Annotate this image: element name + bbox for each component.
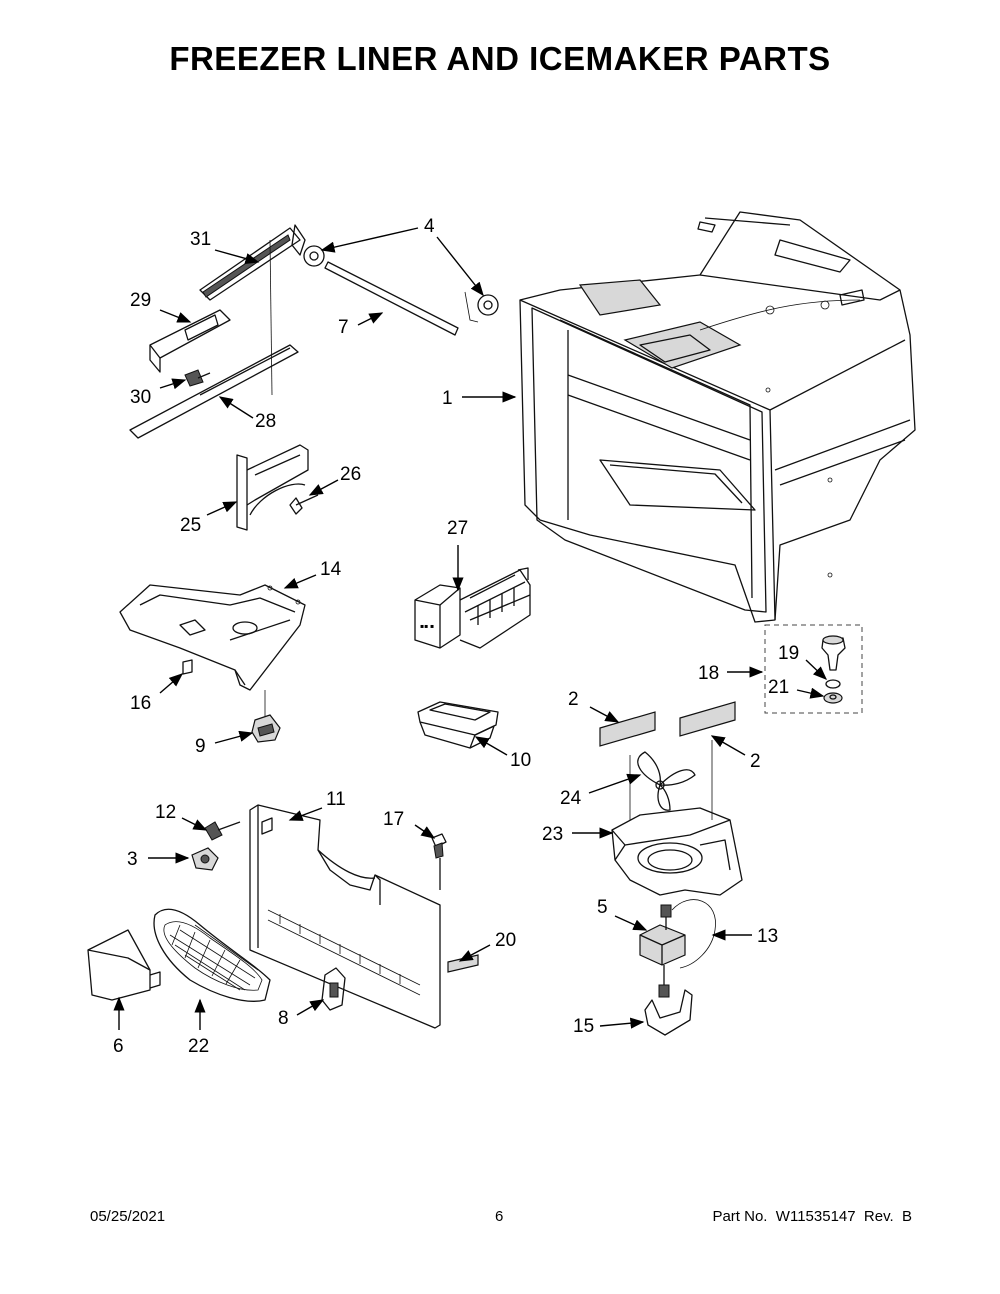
- ice-bin-part-10: [417, 701, 499, 749]
- svg-text:▪▪ ▪: ▪▪ ▪: [420, 623, 434, 630]
- callout-8: 8: [278, 1008, 289, 1029]
- screw-part-26: [289, 494, 319, 515]
- callout-15: 15: [573, 1016, 594, 1037]
- screw-part-12: [204, 821, 241, 841]
- freezer-liner: [519, 211, 916, 623]
- callout-3: 3: [127, 849, 138, 870]
- callout-5: 5: [597, 897, 608, 918]
- callout-20: 20: [495, 930, 516, 951]
- callout-23: 23: [542, 824, 563, 845]
- fan-shroud-part-23: [611, 807, 743, 896]
- footer-date: 05/25/2021: [90, 1208, 166, 1225]
- callout-2: 2: [750, 751, 761, 772]
- evaporator-cover-part-11: [249, 804, 441, 1029]
- bracket-part-25: [236, 444, 309, 531]
- motor-bracket-part-15: [644, 989, 693, 1036]
- sensor-part-17: [431, 833, 447, 890]
- callout-16: 16: [130, 693, 151, 714]
- slide-rail-part-28: [129, 344, 299, 439]
- footer-part-number: Part No. W11535147 Rev. B: [712, 1208, 912, 1225]
- pad-part-2: [599, 701, 736, 747]
- fan-motor-part-5: [639, 899, 716, 998]
- leader-arrows: [113, 227, 828, 1030]
- callout-6: 6: [113, 1036, 124, 1057]
- callout-12: 12: [155, 802, 176, 823]
- callout-27: 27: [447, 518, 468, 539]
- clip-part-16: [182, 659, 193, 675]
- callout-7: 7: [338, 317, 349, 338]
- callout-2: 2: [568, 689, 579, 710]
- switch-part-9: [251, 714, 281, 743]
- bracket-part-29: [149, 309, 231, 373]
- damper-part-3: [191, 847, 219, 871]
- strip-part-20: [447, 954, 479, 973]
- ice-chute-part-14: [119, 584, 306, 720]
- callout-18: 18: [698, 663, 719, 684]
- callout-25: 25: [180, 515, 201, 536]
- callout-14: 14: [320, 559, 342, 580]
- valve-kit-part-18: [764, 624, 863, 714]
- grille-part-22: [153, 908, 271, 1002]
- callout-21: 21: [768, 677, 789, 698]
- screw-part-30: [184, 369, 211, 387]
- callout-31: 31: [190, 229, 211, 250]
- callout-17: 17: [383, 809, 404, 830]
- callout-10: 10: [510, 750, 531, 771]
- page-title: FREEZER LINER AND ICEMAKER PARTS: [169, 40, 831, 77]
- callout-19: 19: [778, 643, 799, 664]
- callout-30: 30: [130, 387, 151, 408]
- callout-11: 11: [326, 789, 346, 810]
- callout-24: 24: [560, 788, 582, 809]
- callout-13: 13: [757, 926, 778, 947]
- callout-1: 1: [442, 388, 453, 409]
- gear-part-4: [303, 245, 499, 323]
- callout-labels: 1 2 2 3 4 5 6 7 8 9 10 11 12 13 14 15 16…: [113, 216, 799, 1057]
- callout-4: 4: [424, 216, 435, 237]
- fan-blade-part-24: [629, 740, 713, 820]
- icemaker-part-27: ▪▪ ▪: [414, 567, 531, 649]
- cover-part-6: [87, 929, 161, 1001]
- callout-26: 26: [340, 464, 361, 485]
- rail-part-31: [199, 224, 306, 396]
- callout-28: 28: [255, 411, 276, 432]
- shaft-part-7: [324, 261, 459, 336]
- footer-page-number: 6: [495, 1208, 504, 1225]
- callout-29: 29: [130, 290, 151, 311]
- callout-9: 9: [195, 736, 206, 757]
- callout-22: 22: [188, 1036, 209, 1057]
